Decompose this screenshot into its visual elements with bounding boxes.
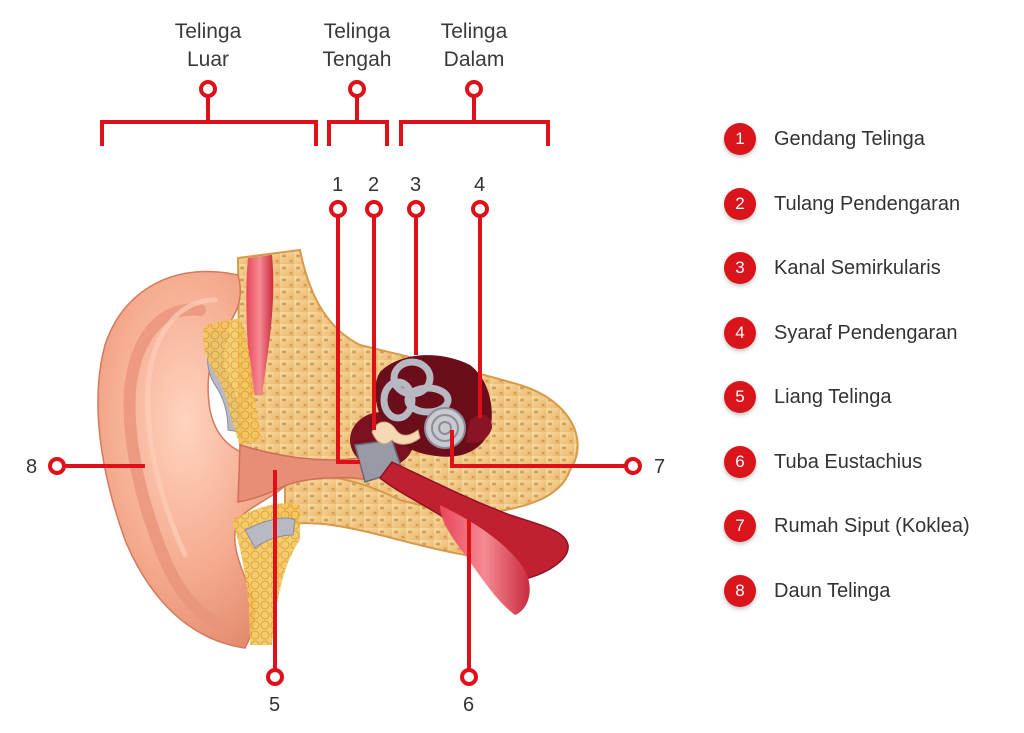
bracket-middle bbox=[327, 120, 389, 146]
bracket-inner bbox=[399, 120, 550, 146]
legend-badge: 1 bbox=[724, 123, 756, 155]
legend-label: Rumah Siput (Koklea) bbox=[774, 515, 970, 537]
pointer-1-dot bbox=[329, 200, 347, 218]
eustachian-muscle bbox=[440, 505, 530, 615]
section-label-middle-line1: Telinga bbox=[323, 20, 391, 43]
bracket-inner-dot bbox=[465, 80, 483, 98]
legend-item: 6 Tuba Eustachius bbox=[724, 445, 1014, 510]
pointer-lines bbox=[58, 95, 632, 675]
lower-fat bbox=[232, 503, 300, 645]
legend-item: 8 Daun Telinga bbox=[724, 574, 1014, 639]
pointer-7 bbox=[450, 430, 632, 468]
legend-badge: 4 bbox=[724, 316, 756, 349]
legend-badge: 8 bbox=[724, 574, 756, 607]
legend-label: Gendang Telinga bbox=[774, 128, 925, 150]
legend-item: 4 Syaraf Pendengaran bbox=[724, 316, 1014, 381]
section-label-outer-line1: Telinga bbox=[174, 20, 242, 43]
pointer-7-dot bbox=[624, 457, 642, 475]
section-label-inner: Telinga Dalam bbox=[424, 18, 524, 74]
upper-fat bbox=[203, 318, 262, 445]
legend-item: 1 Gendang Telinga bbox=[724, 122, 1014, 187]
pointer-3-dot bbox=[407, 200, 425, 218]
section-label-inner-line2: Dalam bbox=[443, 48, 505, 71]
pointer-number-5: 5 bbox=[269, 694, 281, 716]
legend-badge: 2 bbox=[724, 187, 756, 220]
pointer-number-8: 8 bbox=[26, 456, 38, 478]
pointer-number-3: 3 bbox=[410, 174, 422, 196]
legend-item: 3 Kanal Semirkularis bbox=[724, 251, 1014, 316]
antihelix bbox=[123, 303, 226, 631]
auricle bbox=[97, 270, 294, 649]
legend-badge: 5 bbox=[724, 381, 756, 413]
legend-item: 2 Tulang Pendengaran bbox=[724, 187, 1014, 252]
legend-label: Tulang Pendengaran bbox=[774, 192, 961, 215]
helix-inner bbox=[145, 297, 218, 558]
legend-item: 5 Liang Telinga bbox=[724, 380, 1014, 445]
pointer-2-dot bbox=[365, 200, 383, 218]
pointer-number-1: 1 bbox=[332, 174, 344, 196]
section-label-outer-line2: Luar bbox=[186, 48, 230, 71]
pointer-number-4: 4 bbox=[474, 174, 486, 196]
legend: 1 Gendang Telinga 2 Tulang Pendengaran 3… bbox=[724, 122, 1014, 638]
legend-badge: 3 bbox=[724, 252, 756, 284]
section-label-inner-line1: Telinga bbox=[440, 20, 508, 43]
bracket-middle-dot bbox=[348, 80, 366, 98]
pointer-6-dot bbox=[460, 668, 478, 686]
section-label-middle-line2: Tengah bbox=[322, 48, 392, 71]
pointer-number-7: 7 bbox=[654, 456, 666, 478]
legend-label: Kanal Semirkularis bbox=[774, 257, 941, 279]
legend-label: Daun Telinga bbox=[774, 579, 891, 602]
legend-item: 7 Rumah Siput (Koklea) bbox=[724, 509, 1014, 574]
pointer-8-dot bbox=[48, 457, 66, 475]
section-label-middle: Telinga Tengah bbox=[307, 18, 407, 74]
pointer-4-dot bbox=[471, 200, 489, 218]
legend-badge: 7 bbox=[724, 510, 756, 542]
pointer-number-2: 2 bbox=[368, 174, 380, 196]
cochlea bbox=[424, 407, 466, 449]
bracket-outer bbox=[100, 120, 318, 146]
ossicles bbox=[371, 421, 421, 445]
pointer-number-6: 6 bbox=[463, 694, 475, 716]
semicircular-canals bbox=[380, 358, 452, 422]
legend-label: Tuba Eustachius bbox=[774, 450, 923, 473]
pointer-5-dot bbox=[266, 668, 284, 686]
legend-label: Liang Telinga bbox=[774, 386, 892, 408]
pointer-dots bbox=[48, 80, 642, 686]
ear-canal bbox=[237, 444, 372, 503]
auditory-nerve bbox=[466, 414, 492, 443]
legend-badge: 6 bbox=[724, 445, 756, 478]
temporal-muscle bbox=[246, 255, 274, 395]
section-label-outer: Telinga Luar bbox=[158, 18, 258, 74]
lower-cartilage bbox=[244, 517, 296, 549]
pointer-1 bbox=[336, 212, 360, 464]
eustachian-tube bbox=[378, 461, 569, 581]
legend-label: Syaraf Pendengaran bbox=[774, 321, 958, 344]
bracket-outer-dot bbox=[199, 80, 217, 98]
